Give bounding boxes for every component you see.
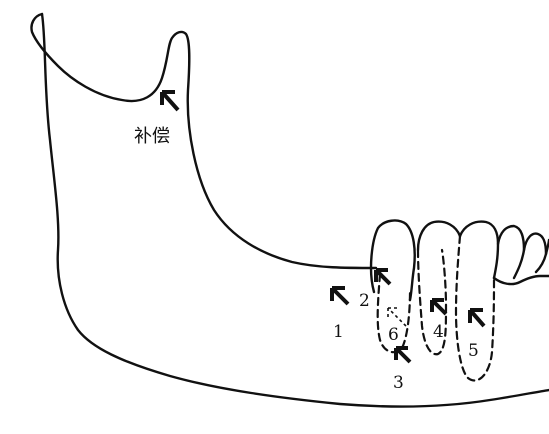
tooth-crown-4 <box>498 226 524 278</box>
tooth-crown-1 <box>371 221 415 300</box>
arrow-icon <box>388 308 406 326</box>
arrow-icon <box>432 300 446 314</box>
tooth-crown-2 <box>418 222 460 250</box>
label-6: 6 <box>388 325 399 345</box>
arrow-icon <box>332 288 348 304</box>
mandible-outline <box>31 14 376 268</box>
arrow-icon <box>376 270 390 284</box>
tooth-crown-3 <box>460 222 498 278</box>
label-4: 4 <box>433 322 444 342</box>
label-1: 1 <box>333 322 344 342</box>
label-compensation: 补偿 <box>134 126 170 147</box>
arrow-icon <box>470 310 484 326</box>
label-2: 2 <box>359 291 370 311</box>
arrow-icon <box>396 348 410 362</box>
arrow-icon <box>162 92 178 110</box>
label-3: 3 <box>393 373 404 393</box>
gum-line <box>494 276 549 284</box>
tooth-crown-5 <box>524 234 546 272</box>
label-5: 5 <box>468 341 479 361</box>
